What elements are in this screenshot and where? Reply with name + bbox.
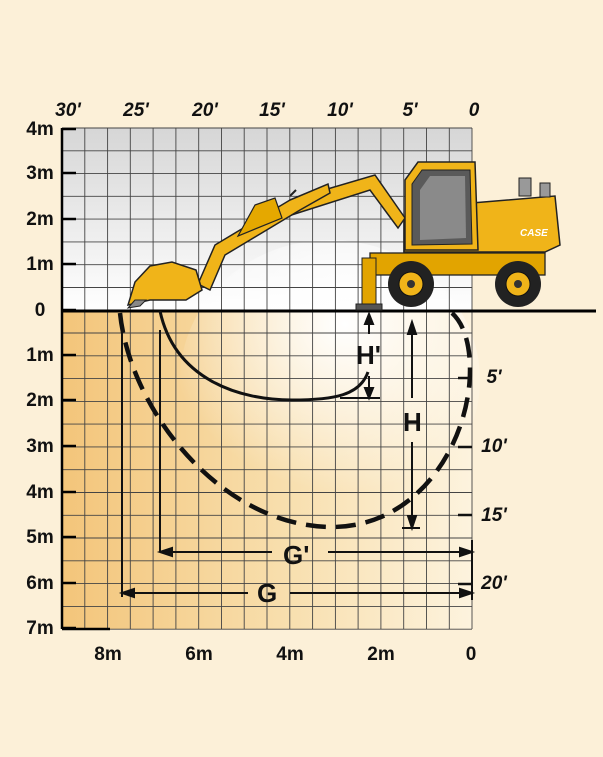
outrigger-blade bbox=[361, 257, 377, 311]
grid bbox=[62, 127, 473, 630]
h-prime-label: H' bbox=[356, 340, 381, 370]
top-feet-scale: 30' 25' 20' 15' 10' 5' 0 bbox=[55, 100, 480, 121]
rear-wheel bbox=[495, 261, 541, 307]
left-tick-label: 7m bbox=[26, 618, 53, 639]
max-dig-envelope bbox=[117, 311, 473, 530]
left-tick-label: 4m bbox=[26, 119, 53, 140]
excavator-stick bbox=[197, 182, 331, 292]
top-tick-label: 10' bbox=[327, 100, 354, 121]
bottom-tick-label: 0 bbox=[466, 644, 477, 665]
right-tick-label: 10' bbox=[481, 436, 508, 457]
left-tick-label: 5m bbox=[26, 527, 53, 548]
top-tick-label: 25' bbox=[122, 100, 150, 121]
top-tick-label: 20' bbox=[191, 100, 219, 121]
excavator-bucket bbox=[126, 261, 203, 307]
g-label: G bbox=[257, 578, 277, 608]
left-tick-label: 0 bbox=[35, 300, 46, 321]
right-feet-ticks bbox=[458, 376, 472, 586]
top-tick-label: 15' bbox=[259, 100, 286, 121]
left-tick-label: 4m bbox=[26, 482, 53, 503]
left-tick-label: 3m bbox=[26, 436, 53, 457]
top-tick-label: 0 bbox=[469, 100, 480, 121]
left-tick-label: 2m bbox=[26, 390, 53, 411]
bottom-tick-label: 2m bbox=[367, 644, 394, 665]
g-prime-label: G' bbox=[283, 540, 309, 570]
bottom-tick-label: 8m bbox=[94, 644, 121, 665]
left-tick-label: 1m bbox=[26, 345, 53, 366]
left-tick-label: 6m bbox=[26, 573, 53, 594]
digging-envelope-fill bbox=[180, 240, 480, 520]
bottom-meter-scale: 8m 6m 4m 2m 0 bbox=[94, 644, 476, 665]
dimension-lines bbox=[118, 311, 476, 600]
left-meter-scale: 4m 3m 2m 1m 0 1m 2m 3m 4m 5m 6m 7m bbox=[26, 119, 76, 639]
right-feet-scale: 5' 10' 15' 20' bbox=[480, 367, 508, 594]
right-tick-label: 20' bbox=[480, 573, 508, 594]
bottom-tick-label: 6m bbox=[185, 644, 212, 665]
left-tick-label: 2m bbox=[26, 209, 53, 230]
brand-logo: CASE bbox=[520, 228, 548, 239]
excavator-arm-link bbox=[236, 197, 283, 238]
left-tick-label: 1m bbox=[26, 254, 53, 275]
top-tick-label: 30' bbox=[55, 100, 82, 121]
front-wheel bbox=[388, 261, 434, 307]
right-tick-label: 5' bbox=[486, 367, 503, 388]
right-tick-label: 15' bbox=[481, 505, 508, 526]
left-tick-label: 3m bbox=[26, 163, 53, 184]
excavator-illustration: CASE bbox=[126, 161, 561, 311]
bottom-tick-label: 4m bbox=[276, 644, 303, 665]
h-label: H bbox=[403, 407, 422, 437]
h-prime-curve bbox=[158, 310, 370, 402]
top-tick-label: 5' bbox=[402, 100, 419, 121]
